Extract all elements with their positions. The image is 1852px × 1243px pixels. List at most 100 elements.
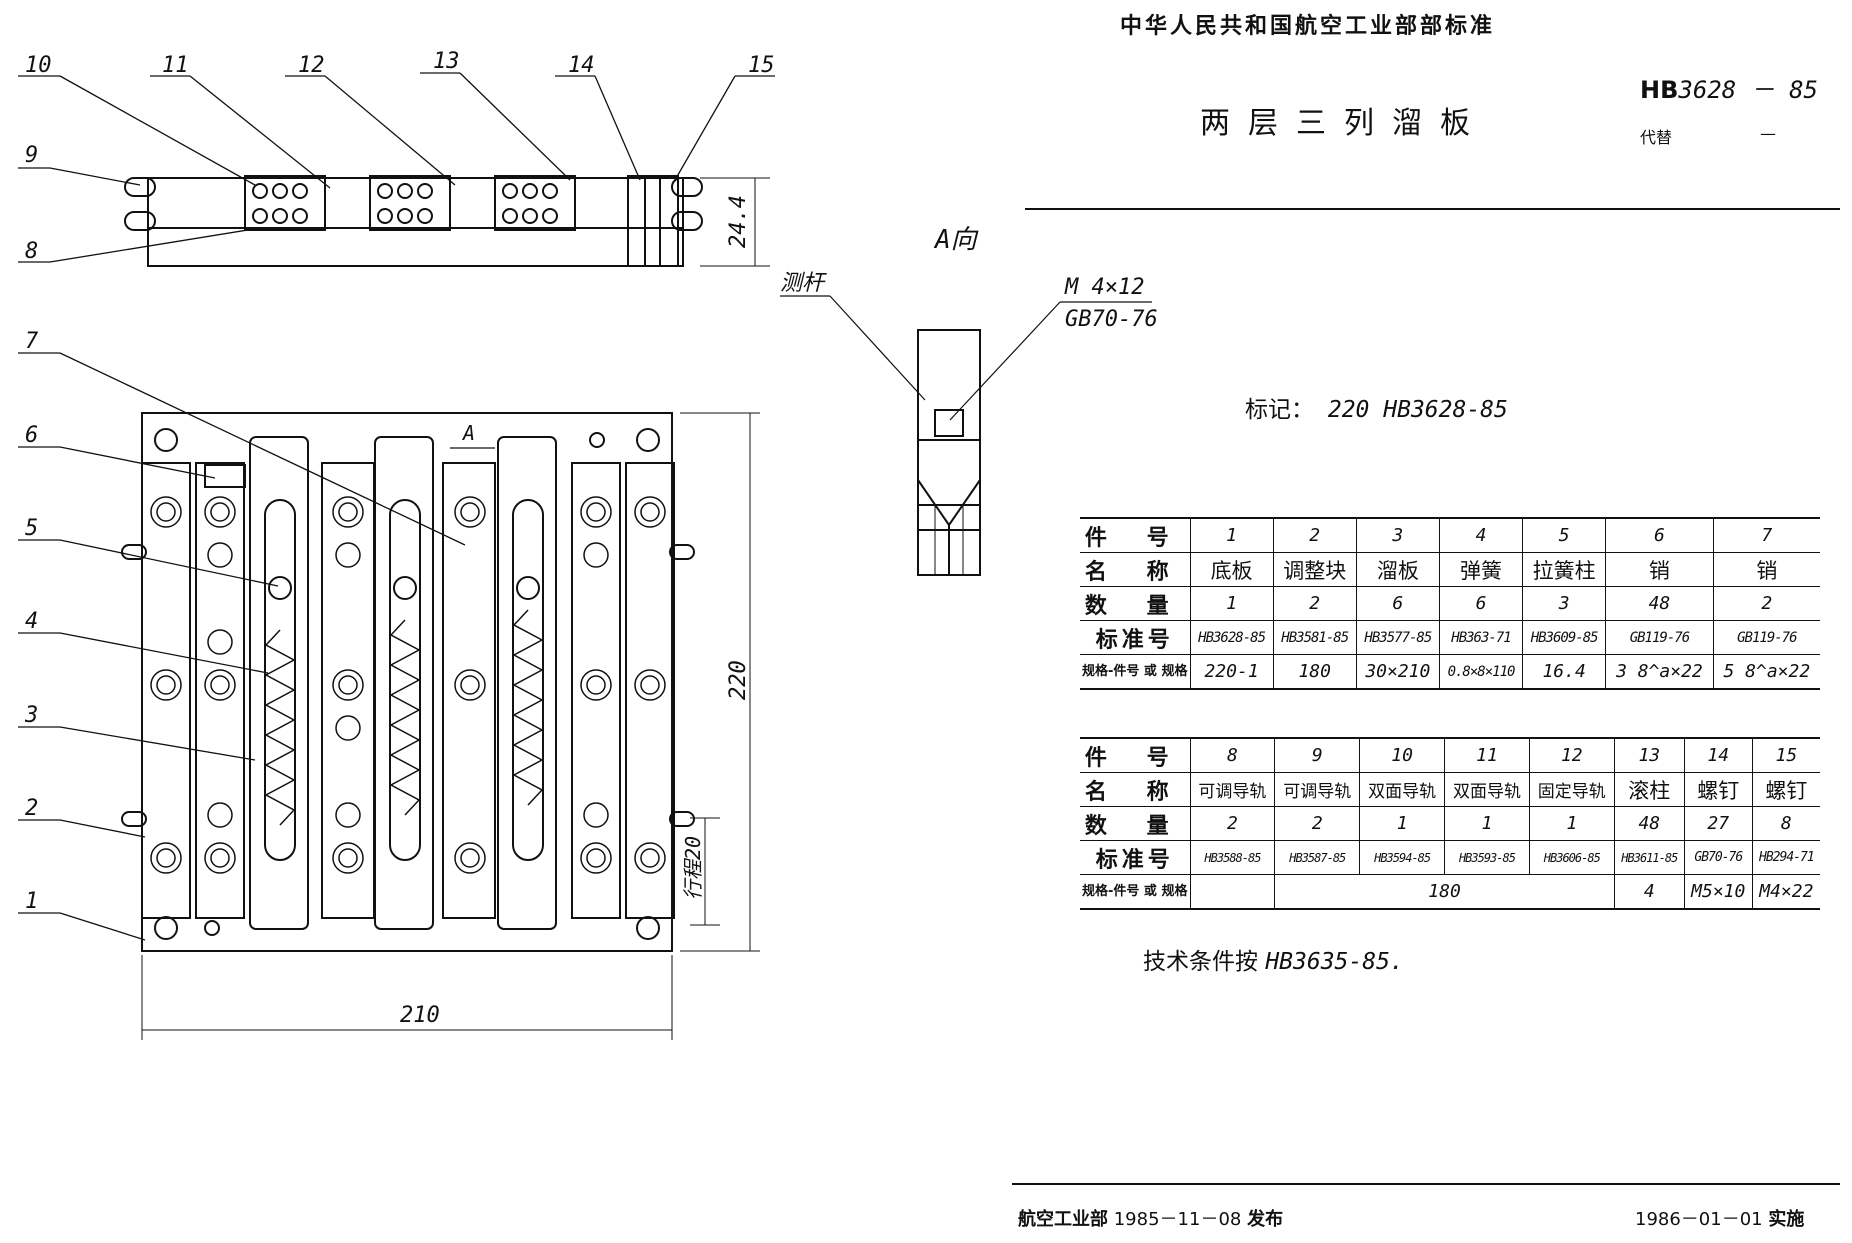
table-cell: HB3611-85 xyxy=(1613,840,1685,875)
parts-table-1: 件 号 1 2 3 4 5 6 7 名 称 底板 调整块 溜板 弹簧 拉簧柱 销… xyxy=(1080,517,1820,690)
table-cell: 0.8×8×110 xyxy=(1438,654,1523,690)
table-cell: 1 xyxy=(1528,806,1615,841)
table-cell: 3 xyxy=(1355,517,1440,553)
dim-travel: 行程20 xyxy=(681,836,705,900)
table-cell: M4×22 xyxy=(1751,874,1820,910)
table-cell: 5 8^a×22 xyxy=(1712,654,1820,690)
table-cell: 螺钉 xyxy=(1751,772,1820,807)
plan-view: A 220 210 行程20 xyxy=(121,412,760,1040)
table-cell: 48 xyxy=(1605,586,1714,621)
table-cell: 底板 xyxy=(1189,552,1274,587)
table-row: 件 号 8 9 10 11 12 13 14 15 xyxy=(1080,737,1820,773)
callout-14: 14 xyxy=(568,53,595,78)
table-cell: 固定导轨 xyxy=(1528,772,1615,807)
table-row: 规格-件号 或 规格 180 4 M5×10 M4×22 xyxy=(1080,874,1820,910)
table-cell: HB3588-85 xyxy=(1189,840,1275,875)
table-cell: 180 xyxy=(1272,654,1357,690)
view-a-detail: A向 xyxy=(933,225,979,255)
table-cell: 弹簧 xyxy=(1438,552,1523,587)
table-cell: 3 xyxy=(1522,586,1606,621)
table-cell: 15 xyxy=(1751,737,1820,773)
table-cell: HB363-71 xyxy=(1438,620,1523,655)
marking-label: 标记： xyxy=(1245,397,1314,423)
table-cell: 4 xyxy=(1613,874,1685,910)
issuing-organization: 中华人民共和国航空工业部部标准 xyxy=(1120,14,1496,39)
table-row: 数 量 1 2 6 6 3 48 2 xyxy=(1080,586,1820,621)
table-cell: 4 xyxy=(1438,517,1523,553)
view-marker-a: A xyxy=(461,421,475,445)
tech-conditions-label: 技术条件按 xyxy=(1143,949,1258,975)
replaces-value: — xyxy=(1760,124,1776,143)
table-cell: 1 xyxy=(1189,586,1274,621)
table-row: 件 号 1 2 3 4 5 6 7 xyxy=(1080,517,1820,553)
issue-info: 航空工业部 1985－11－08 发布 xyxy=(1018,1205,1283,1231)
view-a-title: A向 xyxy=(933,225,979,255)
table-cell: 6 xyxy=(1605,517,1714,553)
standard-number: 3628 － 85 xyxy=(1678,76,1818,104)
screw-spec-2: GB70-76 xyxy=(1065,307,1158,332)
replaces-label: 代替 xyxy=(1640,128,1673,147)
table-cell: 2 xyxy=(1272,517,1357,553)
callout-5: 5 xyxy=(25,516,38,541)
table-cell: 8 xyxy=(1189,737,1275,773)
parts-table-2: 件 号 8 9 10 11 12 13 14 15 名 称 可调导轨 可调导轨 … xyxy=(1080,737,1820,910)
table-cell: HB3593-85 xyxy=(1444,840,1530,875)
marking-line: 标记： 220 HB3628-85 xyxy=(1245,390,1508,424)
dim-height-top: 24.4 xyxy=(726,195,751,248)
table-cell: GB119-76 xyxy=(1605,620,1714,655)
table-cell: HB3628-85 xyxy=(1189,620,1274,655)
issuer: 航空工业部 xyxy=(1018,1209,1108,1230)
table-cell: 8 xyxy=(1751,806,1820,841)
table-cell: 7 xyxy=(1712,517,1820,553)
document-title: 两层三列溜板 xyxy=(1200,106,1488,141)
row-label: 规格-件号 或 规格 xyxy=(1080,874,1190,910)
table-cell: 220-1 xyxy=(1189,654,1274,690)
callout-9: 9 xyxy=(25,143,38,168)
standard-prefix: HB xyxy=(1640,76,1679,104)
table-cell: HB3577-85 xyxy=(1355,620,1440,655)
table-cell: 16.4 xyxy=(1522,654,1606,690)
row-label: 标准号 xyxy=(1080,620,1190,655)
table-cell: 11 xyxy=(1444,737,1530,773)
table-cell: 14 xyxy=(1683,737,1753,773)
row-label: 件 号 xyxy=(1080,737,1190,773)
header-rule xyxy=(1025,208,1840,210)
callout-2: 2 xyxy=(25,796,38,821)
table-cell: 螺钉 xyxy=(1683,772,1753,807)
callout-group-main: 7 6 5 4 3 2 1 xyxy=(18,329,466,941)
table-row: 名 称 底板 调整块 溜板 弹簧 拉簧柱 销 销 xyxy=(1080,552,1820,587)
table-cell: 可调导轨 xyxy=(1189,772,1275,807)
table-cell-merged: 180 xyxy=(1274,874,1615,910)
table-cell: 2 xyxy=(1712,586,1820,621)
table-cell: 2 xyxy=(1274,806,1360,841)
callout-8: 8 xyxy=(25,239,38,264)
table-cell: 10 xyxy=(1359,737,1445,773)
callout-3: 3 xyxy=(24,703,38,728)
effective-info: 1986－01－01 实施 xyxy=(1635,1205,1804,1231)
table-cell: 13 xyxy=(1613,737,1685,773)
table-cell: 调整块 xyxy=(1272,552,1357,587)
top-view: 24.4 xyxy=(124,175,770,267)
table-cell: 6 xyxy=(1438,586,1523,621)
dim-height-main: 220 xyxy=(726,660,751,700)
table-cell: 销 xyxy=(1712,552,1820,587)
row-label: 数 量 xyxy=(1080,806,1190,841)
table-cell: 1 xyxy=(1359,806,1445,841)
standard-code: HB3628 － 85 xyxy=(1640,70,1818,105)
table-row: 标准号 HB3588-85 HB3587-85 HB3594-85 HB3593… xyxy=(1080,840,1820,875)
table-cell: 12 xyxy=(1528,737,1615,773)
callout-1: 1 xyxy=(25,889,38,914)
callout-group-top: 10 11 12 13 14 15 9 8 xyxy=(18,49,775,264)
view-a-figure: 测杆 M 4×12 GB70-76 xyxy=(780,271,1158,576)
row-label: 数 量 xyxy=(1080,586,1190,621)
callout-7: 7 xyxy=(25,329,39,354)
table-cell xyxy=(1189,874,1275,910)
table-cell: 溜板 xyxy=(1355,552,1440,587)
table-cell: 双面导轨 xyxy=(1444,772,1530,807)
table-cell: 27 xyxy=(1683,806,1753,841)
marking-value: 220 HB3628-85 xyxy=(1327,397,1508,423)
table-cell: 拉簧柱 xyxy=(1522,552,1606,587)
probe-label: 测杆 xyxy=(780,271,827,296)
callout-11: 11 xyxy=(162,53,189,78)
callout-6: 6 xyxy=(25,423,38,448)
